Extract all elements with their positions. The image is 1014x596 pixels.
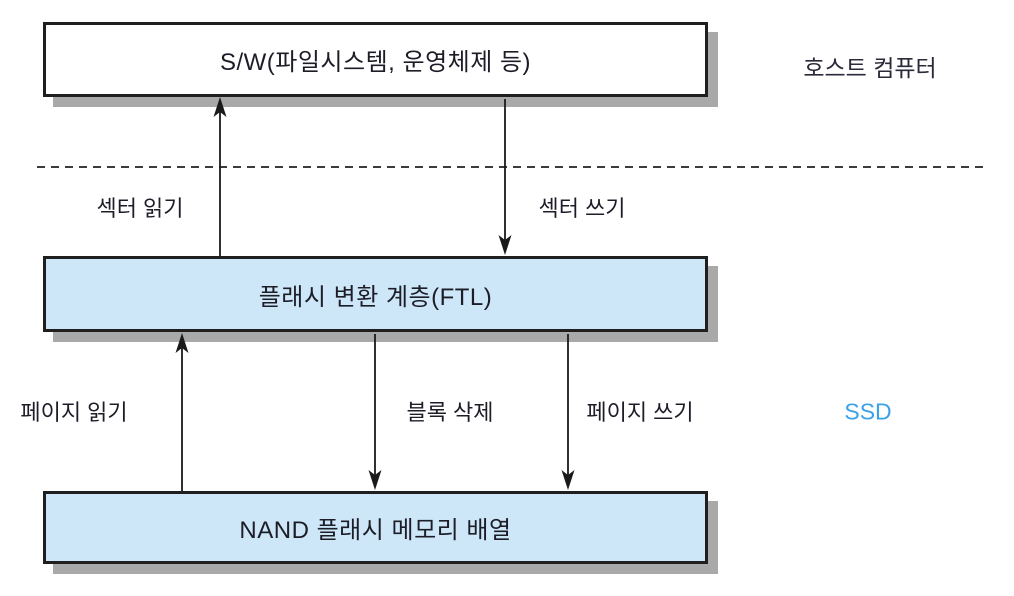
ssd-region-label: SSD: [844, 398, 892, 425]
sector-read-up-arrow: [213, 97, 227, 256]
block-erase-label: 블록 삭제: [406, 400, 494, 425]
software-layer-box: S/W(파일시스템, 운영체제 등): [43, 22, 708, 97]
page-read-up-arrow: [175, 333, 189, 491]
host-computer-region-label: 호스트 컴퓨터: [803, 55, 937, 81]
nand-flash-array-label: NAND 플래시 메모리 배열: [239, 517, 512, 544]
page-write-label: 페이지 쓰기: [586, 400, 694, 425]
ftl-layer-box: 플래시 변환 계층(FTL): [43, 256, 708, 332]
block-erase-down-arrow: [368, 334, 382, 490]
ftl-layer-label: 플래시 변환 계층(FTL): [258, 283, 493, 311]
page-write-down-arrow: [561, 334, 575, 490]
sector-read-label: 섹터 읽기: [96, 196, 184, 221]
sector-write-down-arrow: [498, 99, 512, 255]
page-read-label: 페이지 읽기: [20, 400, 128, 425]
host-ssd-boundary-dashed-line: [37, 166, 985, 168]
software-layer-label: S/W(파일시스템, 운영체제 등): [219, 49, 532, 76]
sector-write-label: 섹터 쓰기: [538, 196, 626, 221]
nand-flash-array-box: NAND 플래시 메모리 배열: [43, 491, 708, 564]
